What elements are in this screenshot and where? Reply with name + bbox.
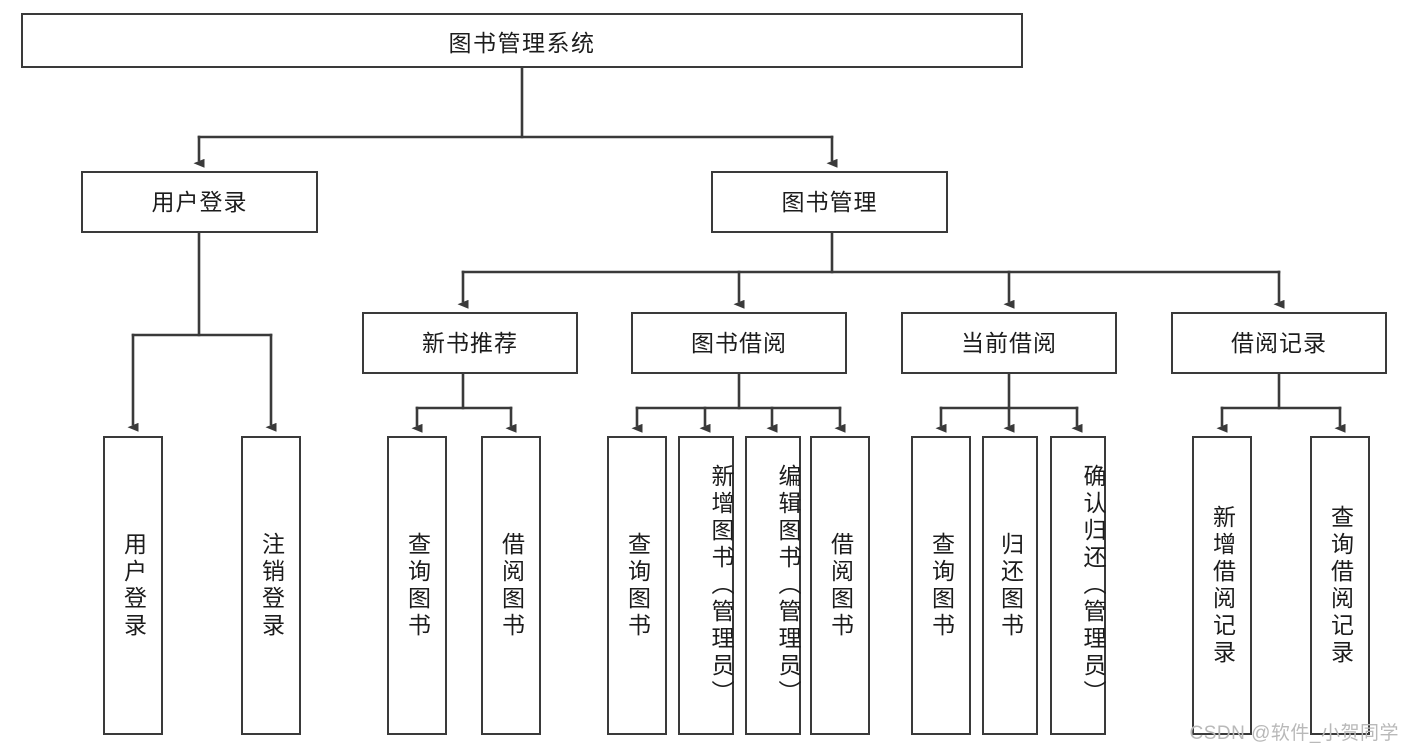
node-leaf-confirm-return[interactable]: 确认归还（管理员） [1050, 436, 1106, 735]
node-leaf-query-book-2-label: 查询图书 [624, 531, 651, 640]
node-leaf-query-record-label: 查询借阅记录 [1327, 504, 1354, 667]
node-new-book-rec[interactable]: 新书推荐 [362, 312, 578, 374]
node-leaf-edit-book-label: 编辑图书（管理员） [775, 464, 801, 707]
node-leaf-add-record-label: 新增借阅记录 [1209, 504, 1236, 667]
node-leaf-return-book-label: 归还图书 [997, 531, 1024, 640]
node-current-borrow-label: 当前借阅 [961, 329, 1057, 356]
node-leaf-query-book-1-label: 查询图书 [404, 531, 431, 640]
node-root-label: 图书管理系统 [448, 29, 596, 56]
node-leaf-query-book-3-label: 查询图书 [928, 531, 955, 640]
node-new-book-rec-label: 新书推荐 [422, 329, 518, 356]
node-leaf-borrow-book-2[interactable]: 借阅图书 [810, 436, 870, 735]
node-leaf-query-book-3[interactable]: 查询图书 [911, 436, 971, 735]
node-leaf-add-book-label: 新增图书（管理员） [708, 464, 734, 707]
node-book-manage-label: 图书管理 [781, 188, 878, 215]
node-leaf-user-login-label: 用户登录 [120, 531, 147, 640]
node-user-login-label: 用户登录 [151, 188, 248, 215]
node-book-manage[interactable]: 图书管理 [711, 171, 948, 233]
node-leaf-borrow-book-2-label: 借阅图书 [827, 531, 854, 640]
node-leaf-return-book[interactable]: 归还图书 [982, 436, 1038, 735]
node-user-login[interactable]: 用户登录 [81, 171, 318, 233]
csdn-watermark: CSDN @软件_小贺同学 [1189, 723, 1399, 744]
node-leaf-edit-book[interactable]: 编辑图书（管理员） [745, 436, 801, 735]
node-leaf-confirm-return-label: 确认归还（管理员） [1080, 464, 1106, 707]
node-leaf-user-login[interactable]: 用户登录 [103, 436, 163, 735]
node-leaf-add-record[interactable]: 新增借阅记录 [1192, 436, 1252, 735]
node-leaf-query-book-2[interactable]: 查询图书 [607, 436, 667, 735]
node-current-borrow[interactable]: 当前借阅 [901, 312, 1117, 374]
node-book-borrow[interactable]: 图书借阅 [631, 312, 847, 374]
node-root[interactable]: 图书管理系统 [21, 13, 1023, 68]
node-leaf-borrow-book-1[interactable]: 借阅图书 [481, 436, 541, 735]
node-leaf-query-record[interactable]: 查询借阅记录 [1310, 436, 1370, 735]
node-leaf-borrow-book-1-label: 借阅图书 [498, 531, 525, 640]
node-leaf-query-book-1[interactable]: 查询图书 [387, 436, 447, 735]
node-borrow-record-label: 借阅记录 [1231, 329, 1327, 356]
node-book-borrow-label: 图书借阅 [691, 329, 787, 356]
node-leaf-logout[interactable]: 注销登录 [241, 436, 301, 735]
node-leaf-add-book[interactable]: 新增图书（管理员） [678, 436, 734, 735]
node-borrow-record[interactable]: 借阅记录 [1171, 312, 1387, 374]
node-leaf-logout-label: 注销登录 [258, 531, 285, 640]
